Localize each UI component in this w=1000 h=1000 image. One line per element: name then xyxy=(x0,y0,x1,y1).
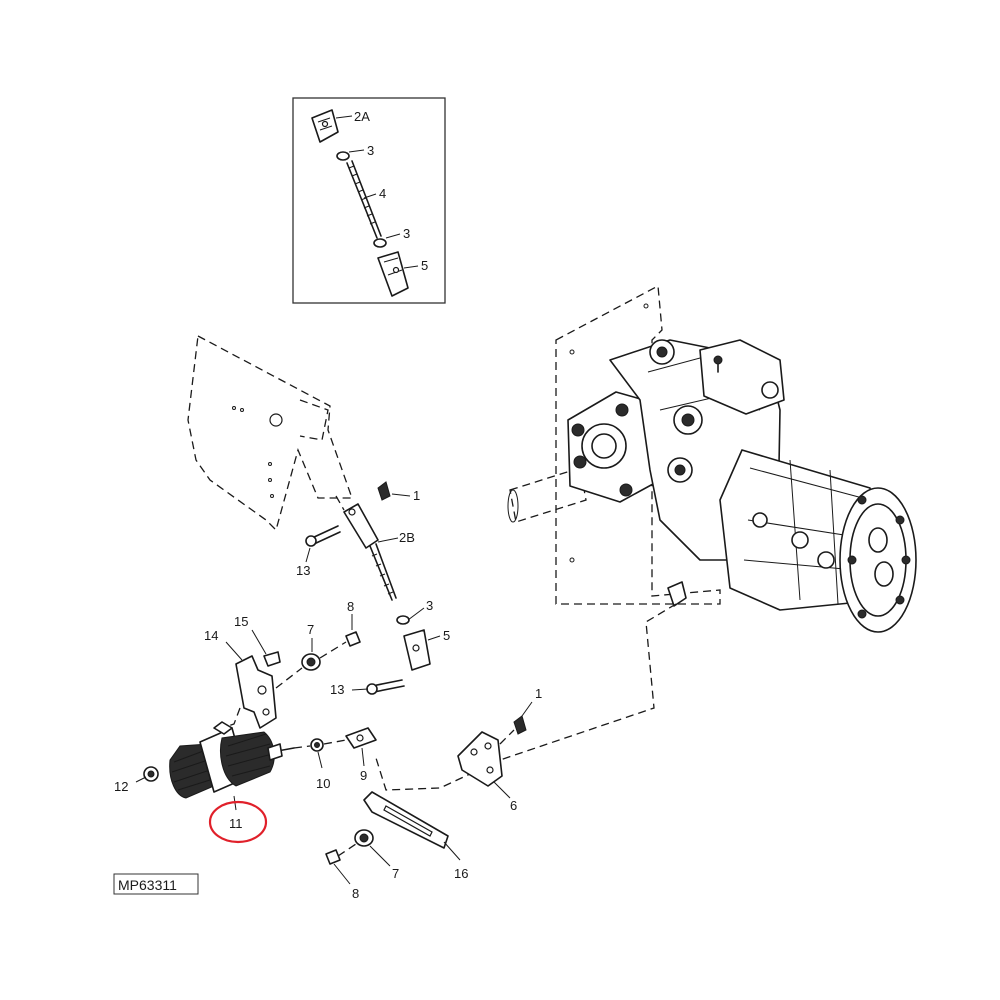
inset-nut-top xyxy=(336,151,350,161)
hydrostatic-pump xyxy=(507,284,917,633)
bolt-8-upper xyxy=(319,631,361,659)
inset-yoke-5 xyxy=(377,251,409,297)
callout-15: 15 xyxy=(234,614,248,629)
callout-7-lower: 7 xyxy=(392,866,399,881)
inset-yoke-2a xyxy=(311,109,339,143)
callout-12: 12 xyxy=(114,779,128,794)
mounting-plate xyxy=(187,334,353,532)
callout-10: 10 xyxy=(316,776,330,791)
callout-1-upper: 1 xyxy=(413,488,420,503)
callout-1-lower: 1 xyxy=(535,686,542,701)
clevis-9 xyxy=(323,727,377,749)
callout-14: 14 xyxy=(204,628,218,643)
callout-6: 6 xyxy=(510,798,517,813)
callout-5-inset: 5 xyxy=(421,258,428,273)
nut-7-lower xyxy=(354,829,374,847)
callout-9: 9 xyxy=(360,768,367,783)
callout-5: 5 xyxy=(443,628,450,643)
yoke-5 xyxy=(403,629,431,671)
callout-8-upper: 8 xyxy=(347,599,354,614)
figure-id: MP63311 xyxy=(118,877,177,893)
rod-path xyxy=(335,495,345,511)
solenoid-bracket-14 xyxy=(221,655,277,729)
callout-3-inset-bottom: 3 xyxy=(403,226,410,241)
rod-assembly-2b xyxy=(343,503,397,601)
nut-10 xyxy=(293,738,324,752)
nut-12 xyxy=(143,766,159,782)
nut-3 xyxy=(396,615,410,625)
figure-id-box: MP63311 xyxy=(113,873,199,895)
bolt-15 xyxy=(251,629,281,667)
nut-7-upper xyxy=(275,653,321,689)
highlight-circle-11 xyxy=(208,800,268,844)
bracket-16 xyxy=(363,791,461,861)
callout-2b: 2B xyxy=(399,530,415,545)
linkage-path xyxy=(375,603,677,791)
clip-1-upper xyxy=(377,481,391,501)
fuel-shutoff-solenoid-11 xyxy=(169,721,295,799)
pin-13-upper xyxy=(305,525,341,547)
callout-7-upper: 7 xyxy=(307,622,314,637)
lever-plate-6 xyxy=(457,731,503,787)
callout-11: 11 xyxy=(229,816,243,831)
callout-3-inset-top: 3 xyxy=(367,143,374,158)
callout-13-upper: 13 xyxy=(296,563,310,578)
callout-13-lower: 13 xyxy=(330,682,344,697)
callout-16: 16 xyxy=(454,866,468,881)
inset-detail: 2A 3 4 3 5 xyxy=(292,97,446,304)
inset-nut-bottom xyxy=(373,238,387,248)
callout-3: 3 xyxy=(426,598,433,613)
callout-8-lower: 8 xyxy=(352,886,359,901)
inset-rod-4 xyxy=(346,160,382,239)
clip-1-lower xyxy=(499,715,527,745)
pin-13-lower xyxy=(366,679,405,695)
bolt-8-lower xyxy=(325,843,357,865)
callout-2a-inset: 2A xyxy=(354,109,370,124)
callout-4-inset: 4 xyxy=(379,186,386,201)
